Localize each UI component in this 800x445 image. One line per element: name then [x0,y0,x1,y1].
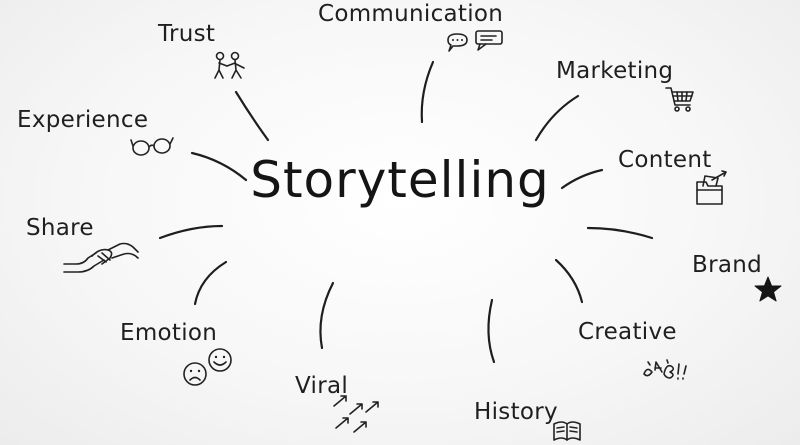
speech-bubbles-icon [447,30,503,52]
handshake-people-icon [214,51,245,79]
branch-label-brand: Brand [692,252,763,278]
branch-label-emotion: Emotion [120,320,218,346]
branch-label-content: Content [618,147,712,173]
arrows-icon [333,395,379,433]
star-icon [754,276,782,302]
handing-over-icon [63,242,139,273]
branch-label-experience: Experience [17,107,149,133]
connector-brand [586,226,654,240]
branch-label-history: History [474,399,558,425]
shopping-cart-icon [665,87,694,112]
sparkle-doodle-icon [643,359,687,380]
branch-label-trust: Trust [158,21,216,47]
glasses-icon [130,137,174,156]
connector-marketing [534,94,580,142]
book-icon [553,421,581,441]
connector-experience [190,151,248,182]
branch-label-marketing: Marketing [556,58,674,84]
branch-connectors [158,60,654,364]
branch-label-creative: Creative [578,319,677,345]
branch-label-viral: Viral [295,373,349,399]
branch-label-share: Share [26,215,94,241]
branch-label-communication: Communication [318,1,504,27]
connector-communication [420,60,435,124]
connector-viral [319,281,335,350]
connector-trust [234,90,270,142]
connector-emotion [193,260,228,306]
folder-icon [696,170,727,205]
connector-creative [554,258,584,304]
faces-icon [183,348,232,386]
connector-share [158,224,224,240]
central-topic: Storytelling [250,151,550,209]
connector-content [560,168,604,190]
connector-history [487,298,496,364]
